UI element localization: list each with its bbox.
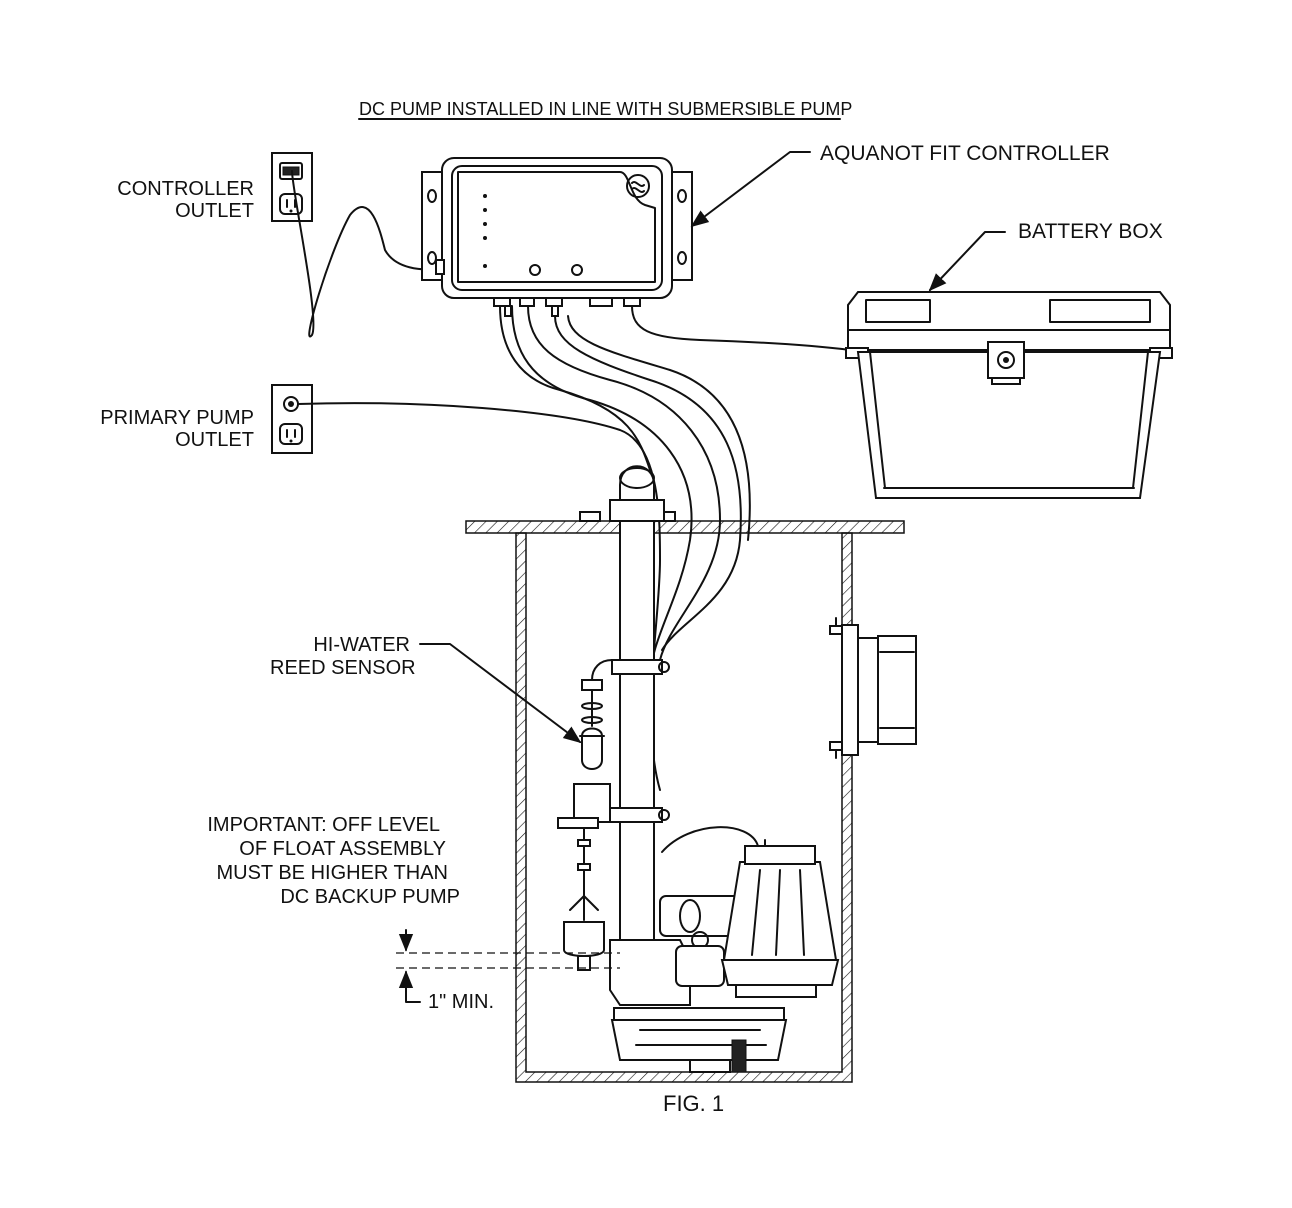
reed-sensor [579, 659, 613, 770]
battery-cable [631, 305, 851, 351]
controller-leader [690, 151, 811, 228]
primary-pump-cord [297, 402, 661, 791]
note-line1: IMPORTANT: OFF LEVEL [207, 814, 440, 836]
controller-outlet [271, 152, 313, 222]
primary-submersible-pump [661, 826, 840, 998]
min-gap-dimension [396, 929, 620, 1003]
primary-outlet-label-line2: OUTLET [175, 429, 254, 451]
sump-basin [465, 511, 917, 1083]
dc-backup-pump [609, 895, 741, 1006]
float-assembly [557, 783, 611, 971]
controller-cable-5 [567, 315, 751, 541]
min-gap-label: 1" MIN. [428, 991, 494, 1013]
note-line3: MUST BE HIGHER THAN [216, 862, 448, 884]
controller-power-cord [291, 170, 446, 338]
controller-label: AQUANOT FIT CONTROLLER [820, 142, 1110, 165]
figure-caption: FIG. 1 [663, 1091, 725, 1116]
aquanot-fit-controller [421, 157, 693, 317]
pump-base [610, 1007, 788, 1073]
primary-outlet-label-line1: PRIMARY PUMP [100, 407, 254, 429]
controller-cable-4 [554, 315, 742, 651]
reed-sensor-leader [419, 643, 582, 744]
note-line2: OF FLOAT ASSEMBLY [239, 838, 446, 860]
diagram-title: DC PUMP INSTALLED IN LINE WITH SUBMERSIB… [359, 99, 853, 119]
note-line4: DC BACKUP PUMP [280, 886, 460, 908]
battery-box [845, 291, 1173, 499]
battery-box-label: BATTERY BOX [1018, 220, 1163, 243]
primary-pump-outlet [271, 384, 313, 454]
reed-sensor-label-line2: REED SENSOR [270, 657, 416, 679]
battery-box-leader [928, 231, 1006, 292]
controller-outlet-label-line2: OUTLET [175, 200, 254, 222]
controller-cable-2 [511, 305, 693, 681]
reed-sensor-label-line1: HI-WATER [313, 634, 410, 656]
controller-outlet-label-line1: CONTROLLER [117, 178, 254, 200]
controller-cable-3 [527, 305, 721, 661]
